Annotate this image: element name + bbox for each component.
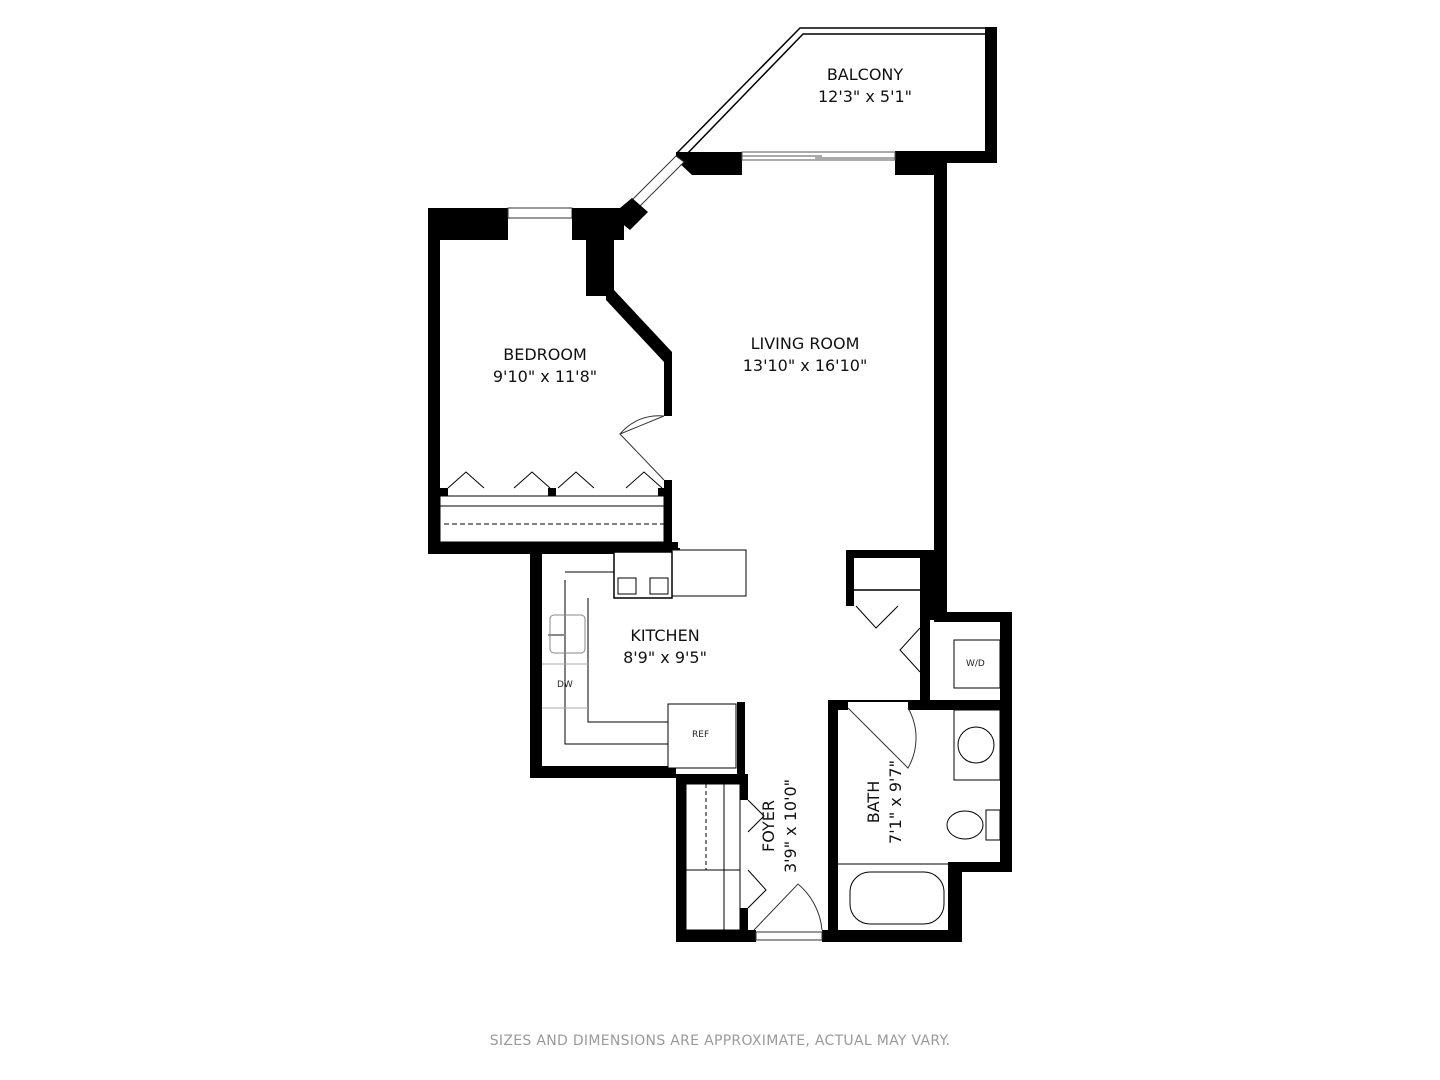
washer-dryer-label: W/D [966,659,985,669]
room-dims: 7'1" x 9'7" [886,760,905,844]
living-wall-right [934,163,947,613]
bedroom-angled-wall [606,290,672,362]
room-dims: 8'9" x 9'5" [623,648,707,667]
room-dims: 12'3" x 5'1" [817,87,913,106]
room-dims: 3'9" x 10'0" [781,778,800,874]
toilet [946,810,984,840]
refrigerator-label: REF [692,730,710,740]
room-dims: 13'10" x 16'10" [742,356,868,375]
entry-door[interactable] [753,883,823,931]
balcony-wall-right [985,27,997,163]
bedroom-door[interactable] [619,415,665,481]
disclaimer-text: SIZES AND DIMENSIONS ARE APPROXIMATE, AC… [489,1033,951,1049]
bath-door[interactable] [847,707,917,769]
room-name: FOYER [759,800,778,852]
room-label-kitchen: KITCHEN 8'9" x 9'5" [595,625,735,669]
bedroom-wall-left [428,208,440,554]
dishwasher-label: DW [557,680,573,690]
kitchen-island [671,549,747,597]
washer-dryer [953,639,1001,689]
bathtub [849,871,945,925]
bedroom-pillar [586,232,614,296]
kitchen-wall-bottom [530,766,676,778]
room-dims: 9'10" x 11'8" [492,367,598,386]
foyer-closet [685,783,741,931]
room-label-foyer: FOYER 3'9" x 10'0" [758,766,802,886]
bedroom-wall-top-left [428,208,508,240]
bath-sink [957,726,995,764]
angled-window[interactable] [631,155,685,207]
living-wall-top-left [676,152,742,175]
bedroom-window[interactable] [507,207,573,219]
bedroom-wall-right [664,352,672,416]
room-name: LIVING ROOM [750,334,860,353]
room-label-living-room: LIVING ROOM 13'10" x 16'10" [725,333,885,377]
bedroom-closet [439,495,665,543]
room-name: BATH [864,780,883,824]
room-name: KITCHEN [630,626,700,645]
bath-wall-bottom [828,930,962,942]
room-name: BALCONY [826,65,904,84]
room-label-balcony: BALCONY 12'3" x 5'1" [800,64,930,108]
stove [613,551,673,599]
room-label-bath: BATH 7'1" x 9'7" [863,742,907,862]
room-name: BEDROOM [503,345,587,364]
room-label-bedroom: BEDROOM 9'10" x 11'8" [470,344,620,388]
refrigerator [667,703,737,769]
laundry-wall [934,612,1012,622]
angled-wall-corner [620,198,648,230]
kitchen-wall-left [530,548,542,778]
bath-wall-left [828,700,838,942]
